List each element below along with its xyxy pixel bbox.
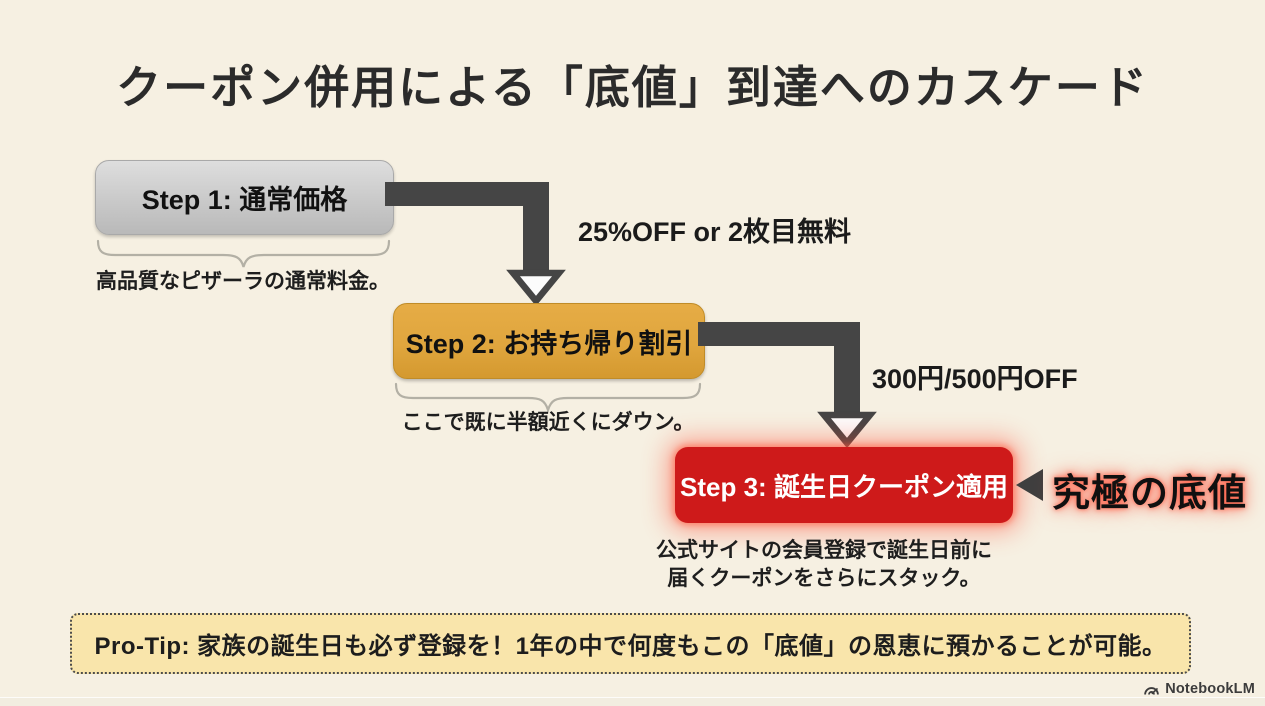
arrow-step2-to-step3 — [698, 322, 877, 449]
notebooklm-logo-icon — [1144, 686, 1159, 695]
step1-box: Step 1: 通常価格 — [95, 160, 394, 235]
step3-box: Step 3: 誕生日クーポン適用 — [675, 447, 1013, 523]
arrow2-label: 300円/500円OFF — [872, 364, 1078, 394]
slide-title: クーポン併用による「底値」到達へのカスケード — [116, 62, 1149, 113]
step3-label: Step 3: 誕生日クーポン適用 — [680, 471, 1008, 502]
arrow-step1-to-step2 — [385, 182, 566, 307]
step3-caption-line1: 公式サイトの会員登録で誕生日前に — [656, 539, 992, 562]
step3-caption-line2: 届くクーポンをさらにスタック。 — [667, 567, 981, 590]
step1-caption: 高品質なピザーラの通常料金。 — [96, 270, 390, 293]
protip-box: Pro-Tip: 家族の誕生日も必ず登録を！1年の中で何度もこの「底値」の恩恵に… — [70, 613, 1191, 674]
step2-box: Step 2: お持ち帰り割引 — [393, 303, 705, 379]
callout-left-triangle-icon — [1016, 469, 1043, 501]
step3-caption: 公式サイトの会員登録で誕生日前に 届くクーポンをさらにスタック。 — [654, 537, 994, 593]
notebooklm-brand: NotebookLM — [1143, 679, 1255, 699]
step1-label: Step 1: 通常価格 — [141, 185, 348, 215]
arrow1-label: 25%OFF or 2枚目無料 — [578, 217, 852, 247]
step3-callout: 究極の底値 — [1052, 473, 1248, 515]
bottom-edge-strip — [0, 697, 1265, 706]
step2-label: Step 2: お持ち帰り割引 — [405, 328, 693, 359]
step2-underbrace — [394, 382, 702, 414]
step1-underbrace — [96, 239, 391, 268]
notebooklm-brand-label: NotebookLM — [1165, 681, 1255, 697]
step2-caption: ここで既に半額近くにダウン。 — [401, 411, 695, 434]
protip-text: Pro-Tip: 家族の誕生日も必ず登録を！1年の中で何度もこの「底値」の恩恵に… — [94, 633, 1167, 660]
